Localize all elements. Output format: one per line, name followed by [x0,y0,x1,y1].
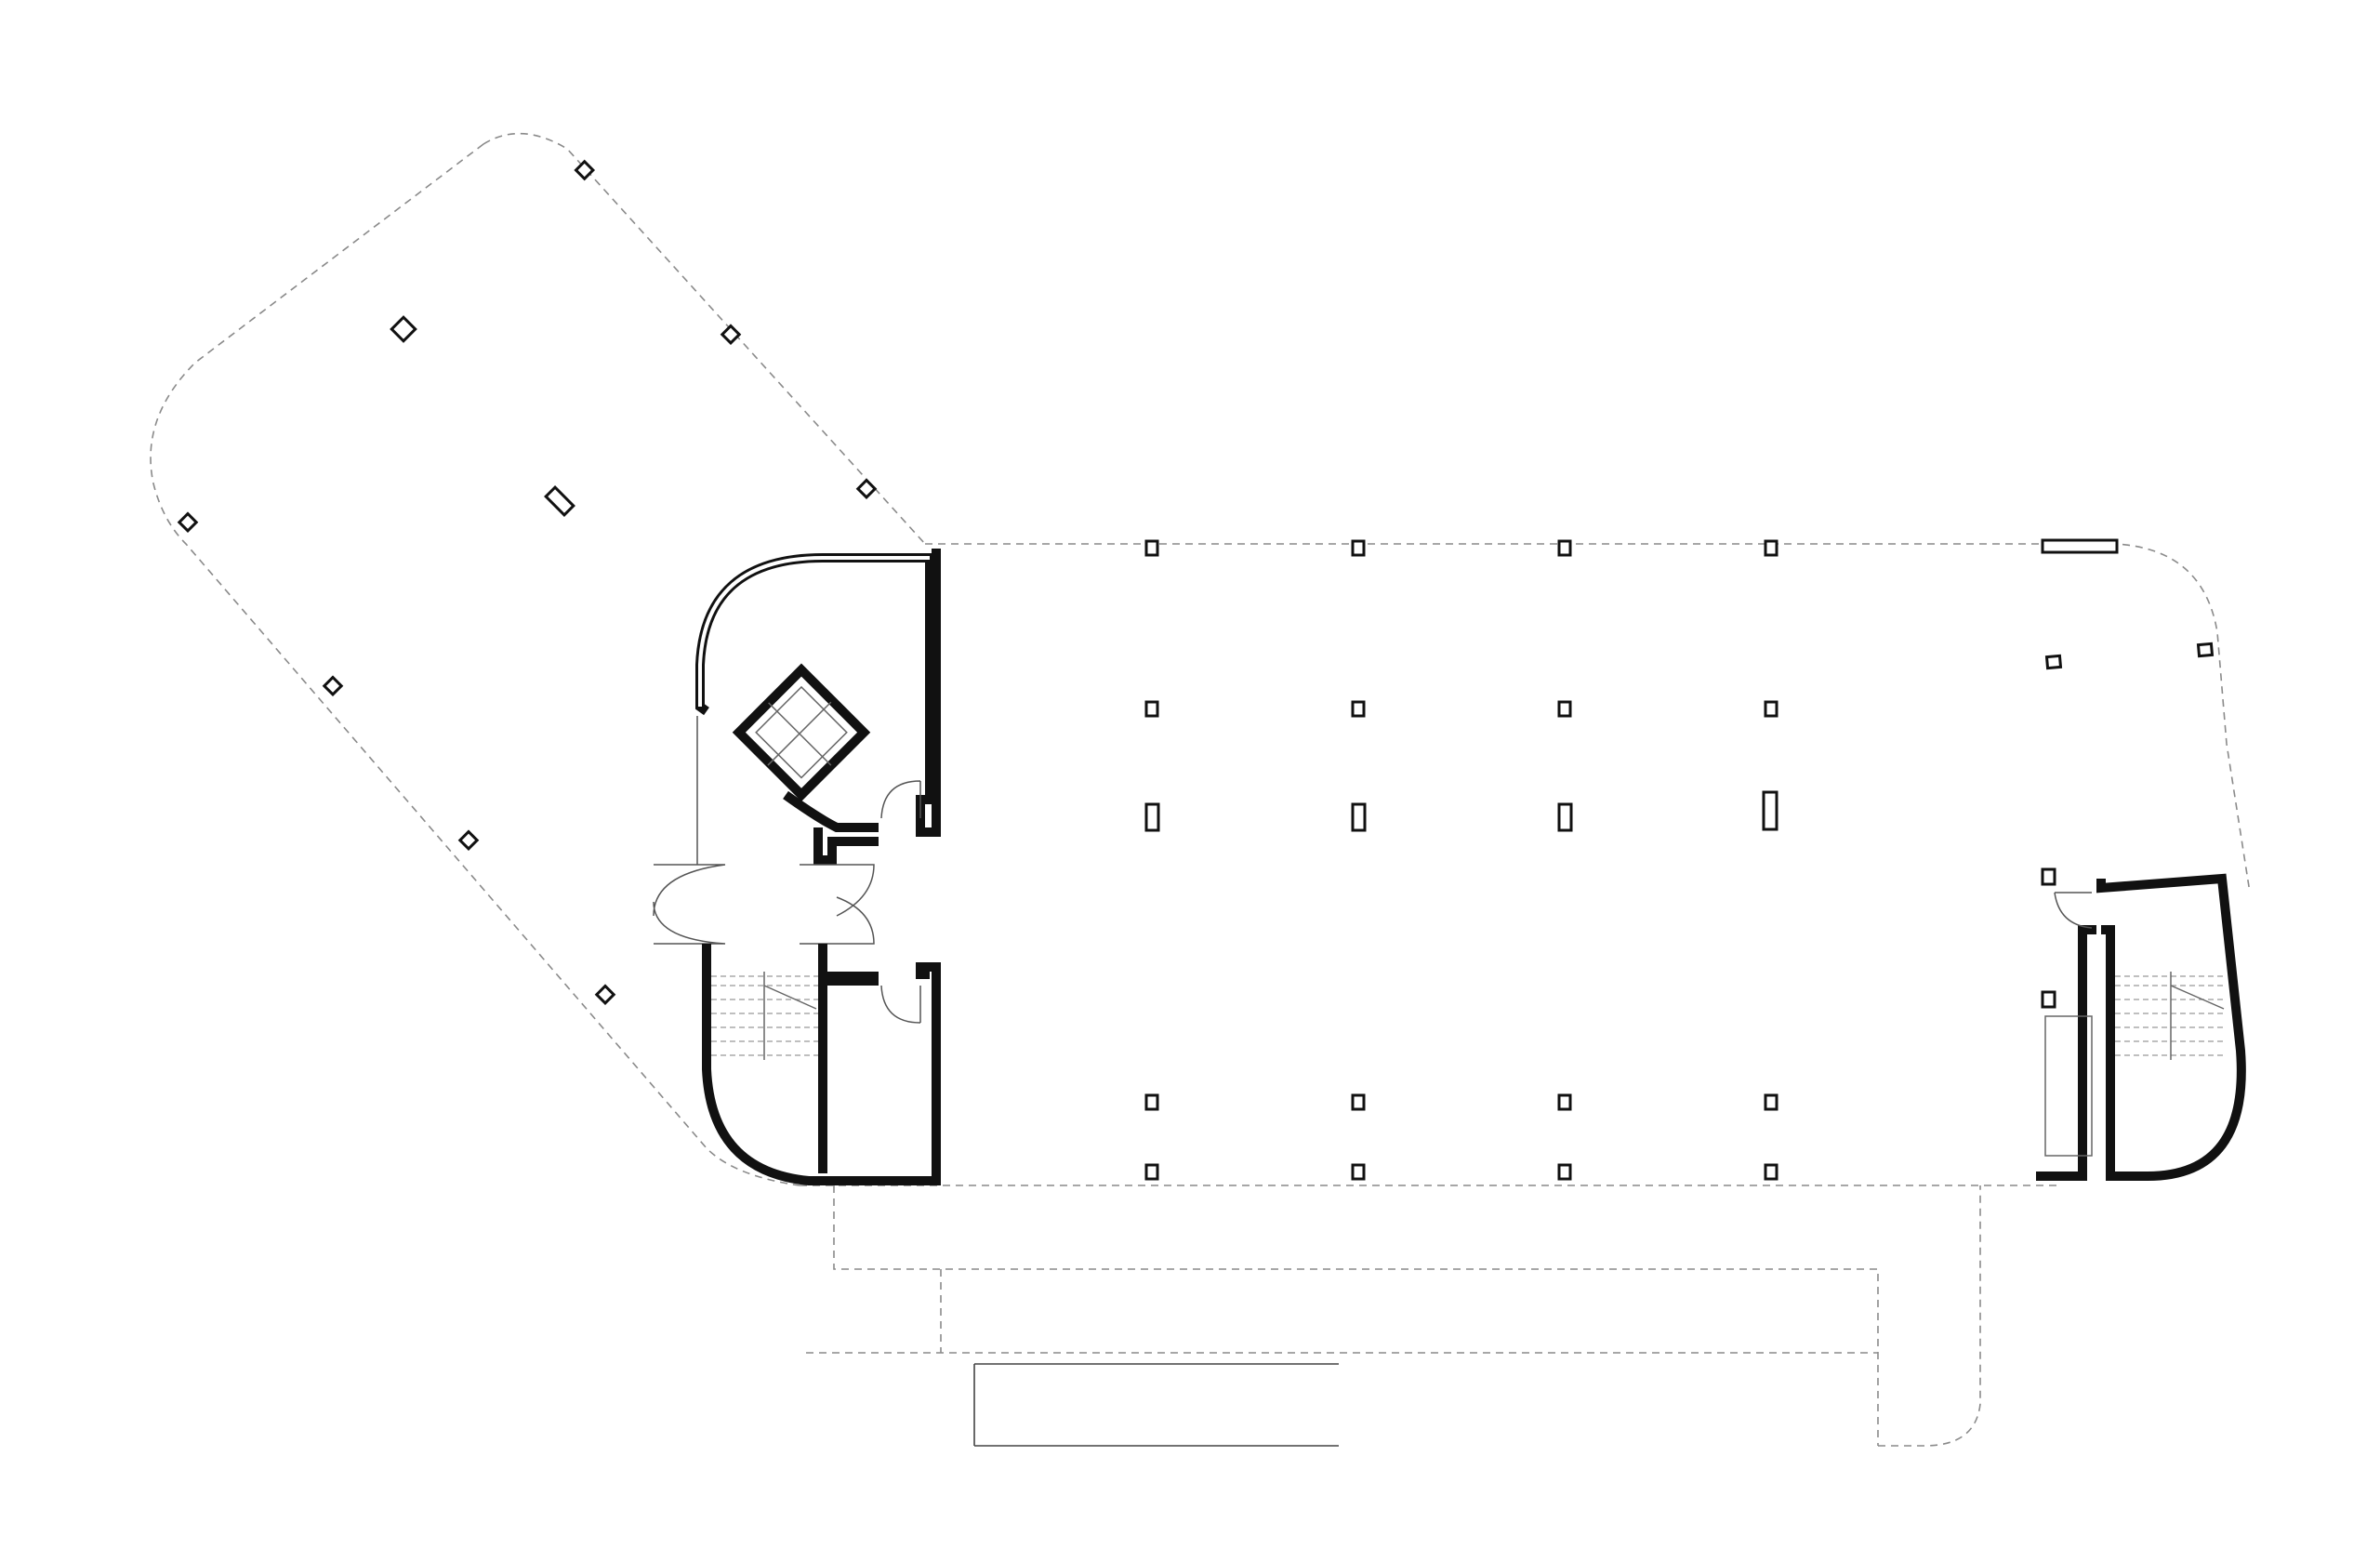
rotated-wing-outline [150,132,926,1186]
left-core-upper-wall-inner [698,556,930,707]
column-grid [1144,539,2215,1181]
right-stairs [2115,972,2227,1060]
main-slab-outline [800,543,2251,1186]
left-core-curved-partition [783,790,879,865]
rotated-wing-columns [177,159,878,1006]
left-core-lower-inner-wall [818,944,879,1173]
right-core-door-swing [2054,892,2093,929]
door-swing-lower-right [880,985,921,1024]
left-core-lower-wall [702,944,941,1185]
ramp-lines [973,1363,1339,1447]
top-right-wall-fragment [2041,538,2119,554]
entrance-doors [653,716,875,945]
right-core-wall [2036,873,2246,1181]
door-swing-upper-right [880,780,921,819]
elevator-shaft [732,663,871,801]
lower-terrace-outline [806,1185,1981,1447]
right-service-shaft [2044,1015,2093,1157]
left-stairs [711,972,818,1060]
